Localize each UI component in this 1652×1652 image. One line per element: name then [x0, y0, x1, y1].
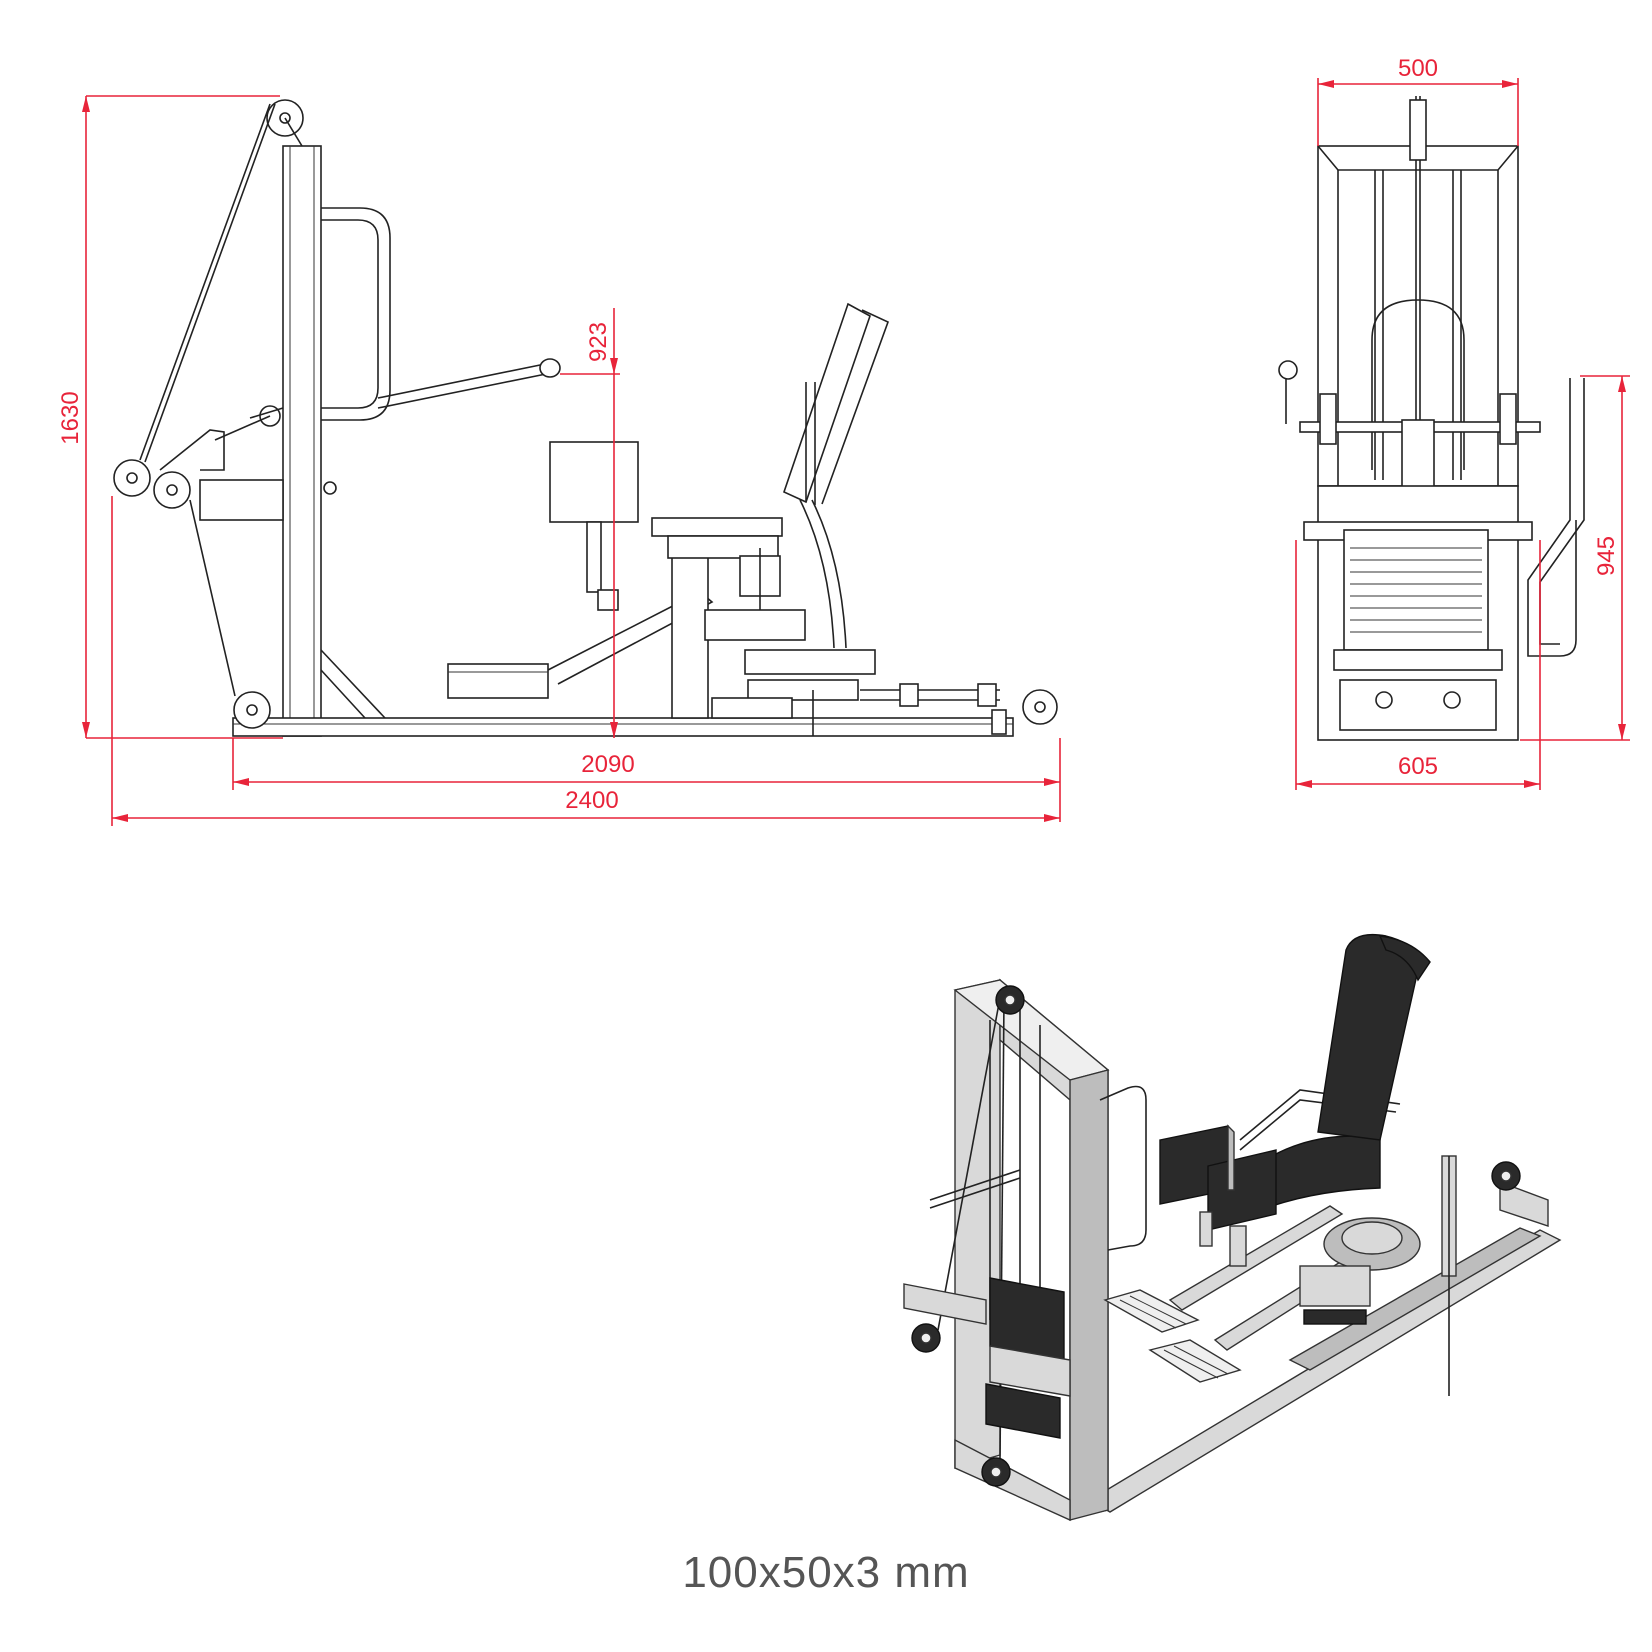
dimension-923: 923	[560, 308, 620, 738]
dim-label-923: 923	[585, 322, 612, 362]
dimension-500: 500	[1317, 55, 1519, 146]
dimension-2090: 2090	[232, 738, 1061, 822]
front-view: 500 605 945	[1278, 55, 1630, 790]
dim-label-2400: 2400	[565, 787, 618, 814]
dim-label-2090: 2090	[581, 751, 634, 778]
caption-profile-size: 100x50x3 mm	[682, 1548, 970, 1597]
dim-label-945: 945	[1593, 536, 1620, 576]
dim-label-1630: 1630	[57, 391, 84, 444]
dimension-2400: 2400	[111, 496, 1060, 826]
dimension-945: 945	[1520, 375, 1630, 741]
dim-label-500: 500	[1398, 55, 1438, 82]
dim-label-605: 605	[1398, 753, 1438, 780]
dimension-1630: 1630	[57, 95, 283, 739]
side-view: 1630 923 2090 2400	[57, 95, 1061, 826]
isometric-view	[903, 933, 1562, 1522]
dimension-605: 605	[1295, 540, 1541, 790]
weight-stack	[1350, 547, 1482, 633]
foot-plate-grip	[1119, 1295, 1229, 1379]
